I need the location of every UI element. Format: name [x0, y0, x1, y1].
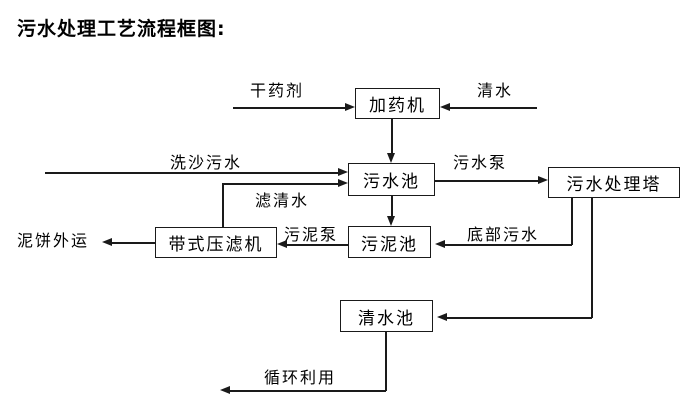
- edge-recycle-vline: [385, 332, 387, 391]
- arrowhead-into-dosing-right-icon: [440, 103, 450, 111]
- arrowhead-filtered-water-icon: [338, 179, 348, 187]
- label-sludge-pump: 污泥泵: [284, 225, 339, 244]
- arrowhead-into-clean-pool-right-icon: [437, 313, 447, 321]
- label-mud-cake-out: 泥饼外运: [17, 231, 90, 250]
- node-belt-filter-press-label: 带式压滤机: [168, 235, 264, 255]
- edge-filtered-water-vline: [222, 184, 224, 228]
- label-dry-chemical: 干药剂: [250, 81, 305, 100]
- edge-sewage-pump-line: [435, 180, 538, 182]
- edge-clean-water-line: [450, 107, 537, 109]
- label-sand-washing-sewage: 洗沙污水: [170, 153, 243, 172]
- label-filtered-water: 滤清水: [255, 191, 310, 210]
- arrowhead-into-sludge-pool-right-icon: [435, 240, 445, 248]
- node-clean-water-pool-label: 清水池: [358, 308, 415, 329]
- edge-sludge-pump-line: [287, 244, 348, 246]
- arrowhead-into-press-right-icon: [277, 240, 287, 248]
- edge-filtered-water-hline: [222, 183, 338, 185]
- edge-mud-cake-line: [112, 242, 155, 244]
- edge-dry-chemical-line: [233, 107, 345, 109]
- arrowhead-into-dosing-left-icon: [345, 103, 355, 111]
- node-sewage-pool: 污水池: [348, 163, 435, 196]
- page-title: 污水处理工艺流程框图:: [17, 18, 226, 40]
- label-bottom-sewage: 底部污水: [467, 225, 540, 244]
- arrowhead-recycle-icon: [220, 386, 230, 394]
- label-recycle-reuse: 循环利用: [264, 368, 337, 387]
- node-sludge-pool: 污泥池: [348, 226, 431, 258]
- node-sewage-pool-label: 污水池: [363, 172, 420, 192]
- arrowhead-into-sludge-pool-top-icon: [387, 216, 395, 226]
- node-sludge-pool-label: 污泥池: [361, 234, 418, 255]
- arrowhead-mud-cake-icon: [102, 238, 112, 246]
- node-treatment-tower: 污水处理塔: [548, 167, 680, 198]
- edge-sand-washing-sewage-line: [45, 172, 338, 174]
- node-dosing-machine-label: 加药机: [369, 96, 426, 116]
- node-dosing-machine: 加药机: [355, 88, 440, 119]
- node-belt-filter-press: 带式压滤机: [155, 227, 277, 258]
- node-clean-water-pool: 清水池: [340, 300, 433, 332]
- edge-bottom-sewage-vline: [571, 198, 573, 245]
- arrowhead-sand-sewage-icon: [338, 168, 348, 176]
- arrowhead-into-sewage-pool-top-icon: [387, 153, 395, 163]
- edge-sewage-to-sludge-line: [391, 196, 393, 216]
- edge-recycle-hline: [230, 390, 386, 392]
- edge-dosing-to-sewage-pool-line: [391, 119, 393, 154]
- edge-tower-to-clean-pool-hline: [447, 317, 592, 319]
- edge-bottom-sewage-hline: [445, 244, 572, 246]
- edge-tower-to-clean-pool-vline: [591, 198, 593, 318]
- node-treatment-tower-label: 污水处理塔: [566, 175, 662, 195]
- label-clean-water: 清水: [477, 81, 514, 100]
- arrowhead-into-tower-icon: [538, 176, 548, 184]
- label-sewage-pump: 污水泵: [453, 153, 508, 172]
